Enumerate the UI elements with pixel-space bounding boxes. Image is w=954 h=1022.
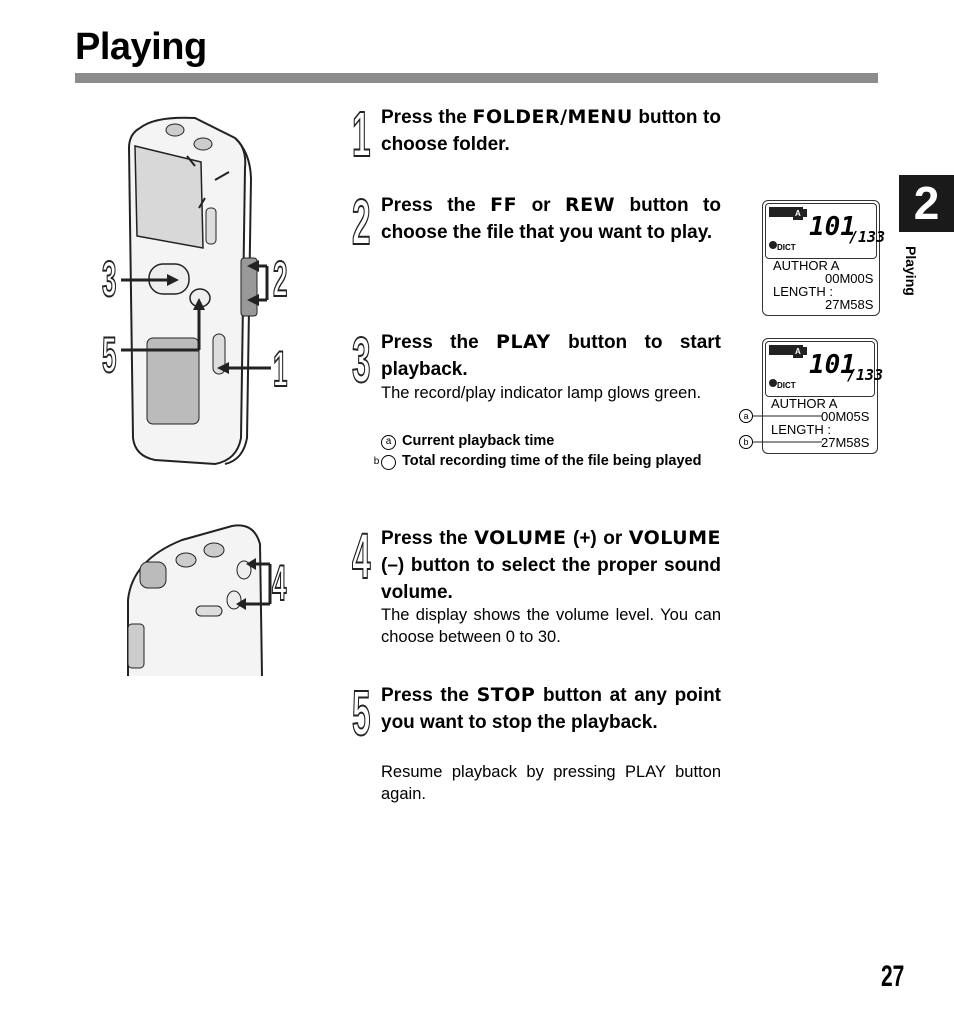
display-marker-b: b — [739, 435, 753, 449]
recorder-top-illustration — [127, 524, 272, 676]
step-number-1: 1 — [351, 98, 371, 170]
illustration-callout-5: 5 — [101, 327, 116, 383]
total-files: /133 — [849, 228, 886, 246]
lcd-display-1: A DICT 101 /133 AUTHOR A 00M00S LENGTH :… — [762, 200, 885, 316]
volume-up-button-name: VOLUME — [474, 527, 567, 549]
display-leader-lines — [752, 415, 822, 443]
current-time: 00M05S — [821, 409, 870, 424]
lcd-status-icons — [769, 345, 807, 387]
step-4-description: The display shows the volume level. You … — [381, 606, 721, 646]
length-value: 27M58S — [821, 435, 870, 450]
length-label: LENGTH : — [773, 284, 833, 299]
mode-dict: DICT — [777, 243, 796, 252]
ff-button-name: FF — [490, 194, 518, 216]
author-label: AUTHOR A — [773, 258, 840, 273]
volume-down-button-name: VOLUME — [628, 527, 721, 549]
illustration-callout-1: 1 — [272, 341, 287, 397]
step-3-description: The record/play indicator lamp glows gre… — [381, 384, 702, 402]
illustration-callout-3: 3 — [101, 251, 116, 307]
page-title: Playing — [75, 26, 207, 68]
step-number-2: 2 — [351, 186, 371, 258]
folder-letter: A — [793, 207, 803, 220]
length-value: 27M58S — [825, 297, 874, 312]
recorder-front-illustration — [121, 116, 271, 466]
step-5-instruction: Press the STOP button at any point you w… — [381, 684, 721, 733]
play-button-name: PLAY — [496, 331, 551, 353]
lcd-screen — [765, 203, 877, 259]
folder-menu-button-name: FOLDER/MENU — [472, 106, 633, 128]
lcd-status-icons — [769, 207, 807, 249]
page-number: 27 — [881, 960, 905, 993]
folder-letter: A — [793, 345, 803, 358]
marker-a: a — [381, 435, 396, 450]
stop-button-name: STOP — [476, 684, 536, 706]
title-rule — [75, 73, 878, 83]
total-files: /133 — [847, 366, 884, 384]
rew-button-name: REW — [565, 194, 616, 216]
display-marker-a: a — [739, 409, 753, 423]
length-label: LENGTH : — [771, 422, 831, 437]
lcd-display-2: A DICT 101 /133 AUTHOR A 00M05S LENGTH :… — [762, 338, 883, 454]
illustration-callout-2: 2 — [272, 251, 287, 307]
author-label: AUTHOR A — [771, 396, 838, 411]
lcd-screen — [765, 341, 875, 397]
step-5-description: Resume playback by pressing PLAY button … — [381, 763, 721, 803]
current-time: 00M00S — [825, 271, 874, 286]
step-number-4: 4 — [351, 520, 371, 592]
chapter-label: Playing — [903, 246, 919, 296]
chapter-tab: 2 — [899, 175, 954, 232]
mode-dict: DICT — [777, 381, 796, 390]
step-1-instruction: Press the FOLDER/MENU button to choose f… — [381, 106, 721, 155]
step-2-instruction: Press the FF or REW button to choose the… — [381, 194, 721, 243]
illustration-callout-4: 4 — [271, 555, 286, 611]
step-number-5: 5 — [351, 677, 371, 749]
marker-b: b — [374, 455, 396, 470]
step-4-instruction: Press the VOLUME (+) or VOLUME (–) butto… — [381, 527, 721, 603]
step-3-instruction: Press the PLAY button to start playback. — [381, 331, 722, 380]
step-number-3: 3 — [351, 324, 371, 396]
